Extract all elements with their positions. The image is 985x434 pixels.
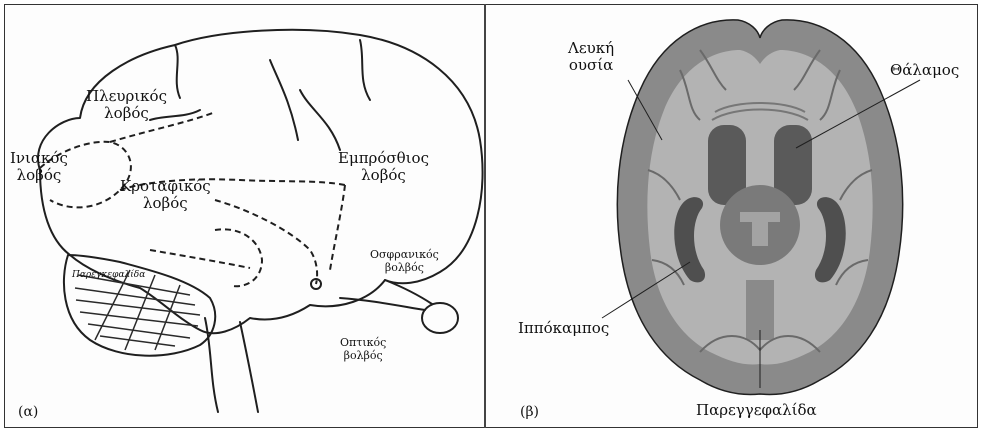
label-olfactory-text: Οσφρανικός βολβός (370, 248, 439, 274)
label-hippocampus-text: Ιππόκαμπος (518, 319, 609, 337)
label-optic-bulb: Οπτικός βολβός (340, 336, 386, 362)
label-thalamus-text: Θάλαμος (890, 61, 959, 79)
panel-tag-a: (α) (18, 404, 38, 421)
label-hippocampus: Ιππόκαμπος (518, 320, 609, 337)
label-white-matter-text: Λευκή ουσία (568, 40, 614, 74)
panel-tag-b: (β) (520, 404, 539, 421)
label-temporal-text: Κροταφικός λοβός (120, 178, 211, 212)
label-olfactory-bulb: Οσφρανικός βολβός (370, 248, 439, 274)
label-temporal-lobe: Κροταφικός λοβός (120, 178, 211, 212)
label-parietal-text: Πλευρικός λοβός (86, 88, 167, 122)
label-cerebellum-right: Παρεγγεφαλίδα (696, 402, 817, 419)
label-optic-text: Οπτικός βολβός (340, 336, 386, 362)
label-cerebellum-right-text: Παρεγγεφαλίδα (696, 401, 817, 419)
panel-tag-b-text: (β) (520, 404, 539, 420)
label-white-matter: Λευκή ουσία (568, 40, 614, 74)
label-frontal-lobe: Εμπρόσθιος λοβός (338, 150, 429, 184)
label-parietal-lobe: Πλευρικός λοβός (86, 88, 167, 122)
label-cerebellum-left: Παρεγκεφαλίδα (72, 270, 145, 280)
panel-tag-a-text: (α) (18, 404, 38, 420)
label-cerebellum-left-text: Παρεγκεφαλίδα (72, 270, 145, 280)
label-occipital-lobe: Ινιακός λοβός (10, 150, 68, 184)
label-thalamus: Θάλαμος (890, 62, 959, 79)
label-occipital-text: Ινιακός λοβός (10, 150, 68, 184)
label-frontal-text: Εμπρόσθιος λοβός (338, 150, 429, 184)
